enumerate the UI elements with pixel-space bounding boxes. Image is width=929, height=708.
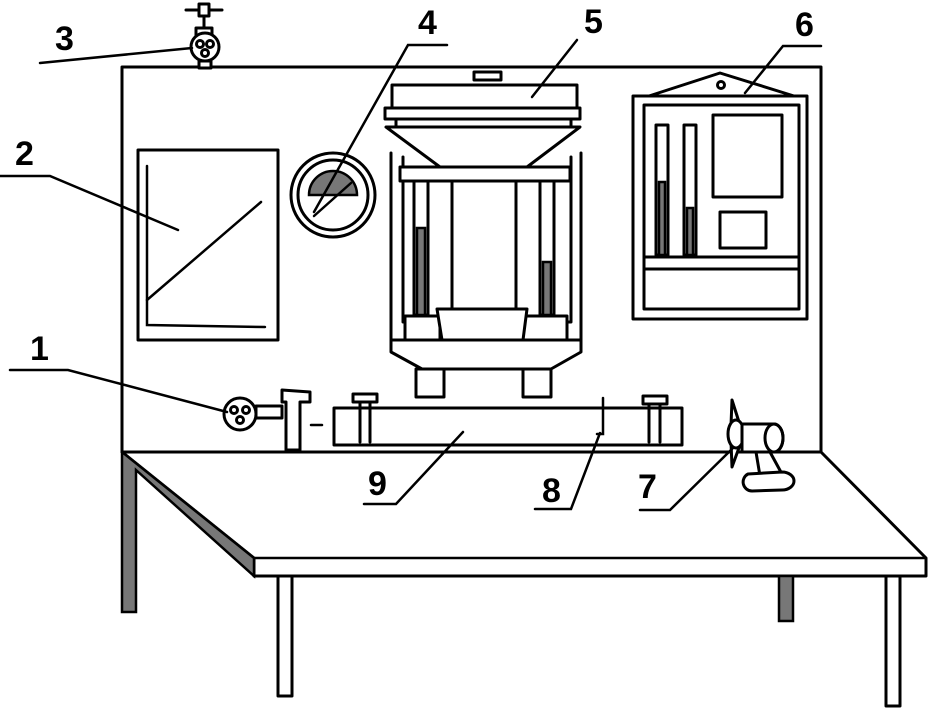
leader-lines: [0, 38, 823, 512]
label-7: 7: [638, 468, 657, 506]
leader-line-9: [362, 430, 465, 506]
label-2: 2: [15, 135, 34, 173]
leader-line-7: [638, 446, 735, 512]
chamber-assembly: [383, 70, 583, 399]
label-1: 1: [30, 330, 49, 368]
label-9: 9: [368, 465, 387, 503]
table-leg-back-right: [777, 574, 795, 623]
label-4: 4: [418, 4, 437, 42]
number-labels: 1 2 3 4 5 6 7 8 9: [15, 3, 814, 510]
table: [120, 449, 928, 708]
table-leg-front-left: [276, 574, 294, 698]
label-3: 3: [55, 20, 74, 58]
leader-line-1: [8, 368, 229, 414]
table-leg-front-right: [884, 574, 902, 708]
label-6: 6: [795, 6, 814, 44]
label-5: 5: [584, 3, 603, 41]
leader-line-3: [38, 46, 194, 65]
trough: [332, 392, 684, 447]
leader-line-2: [0, 174, 180, 232]
leader-line-6: [743, 44, 823, 95]
fan-dryer: [726, 398, 796, 493]
instrument-cabinet: [631, 71, 809, 321]
leader-line-5: [530, 38, 579, 99]
chart-board: [136, 148, 280, 342]
side-valve-clamp: [222, 388, 324, 452]
back-panel: [120, 65, 823, 454]
leader-line-8: [533, 431, 602, 511]
round-gauge: [289, 151, 377, 239]
leader-line-4: [312, 43, 449, 214]
label-8: 8: [542, 472, 561, 510]
top-valve: [184, 2, 224, 70]
